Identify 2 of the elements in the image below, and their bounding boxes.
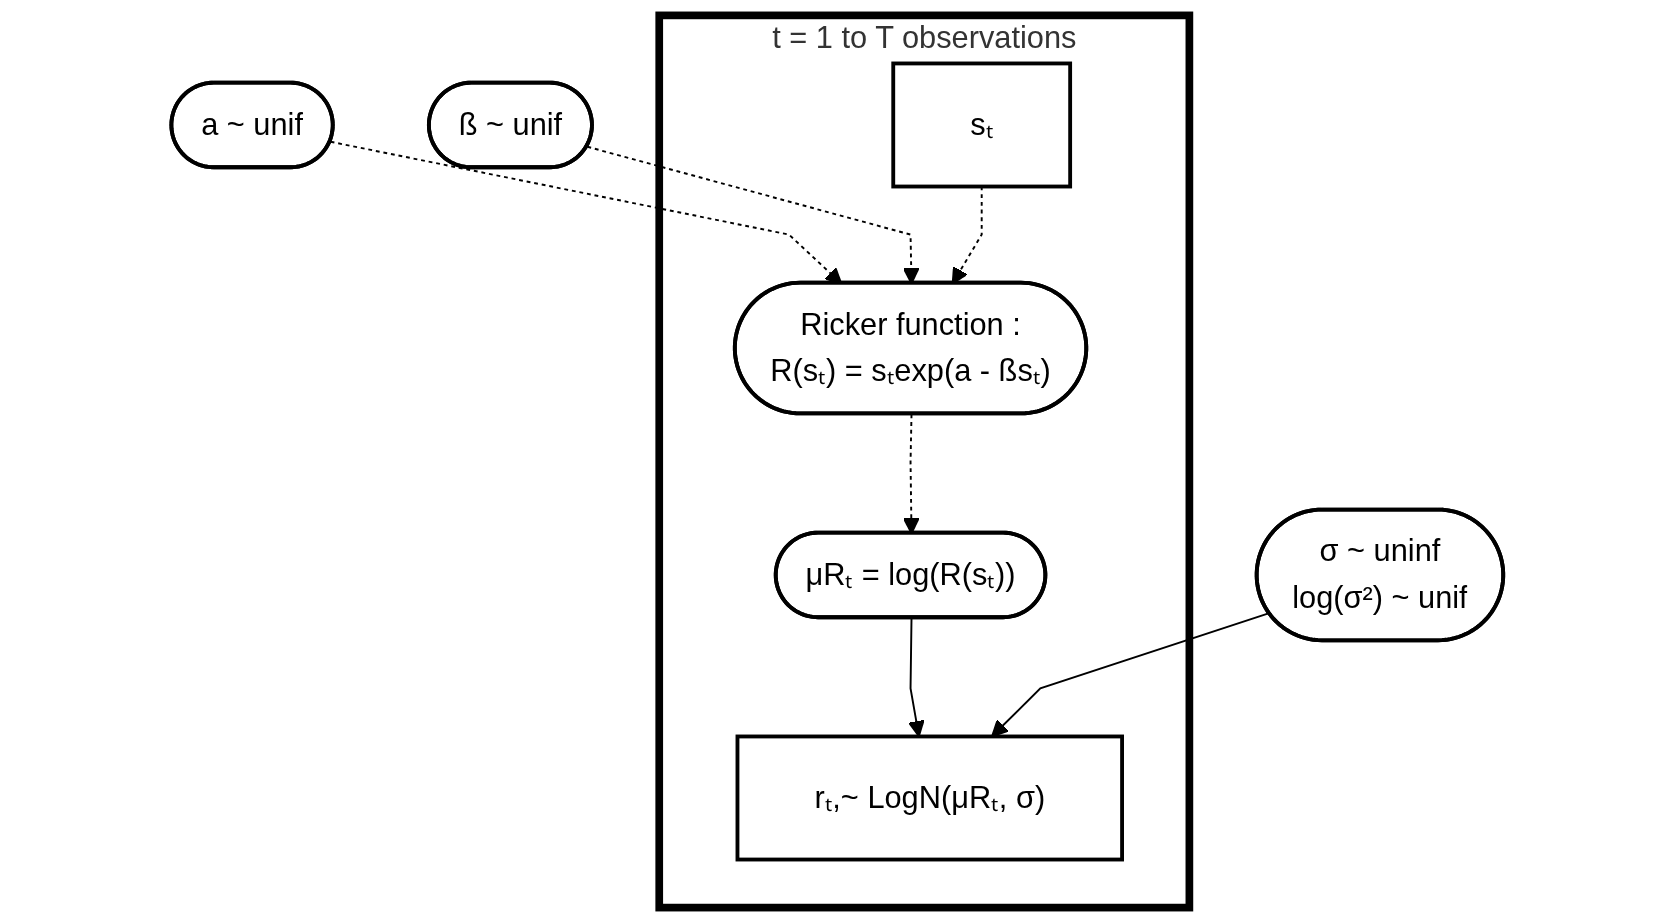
node-box: rₜ,~ LogN(μRₜ, σ) xyxy=(735,734,1124,862)
node-box: sₜ xyxy=(891,61,1072,189)
